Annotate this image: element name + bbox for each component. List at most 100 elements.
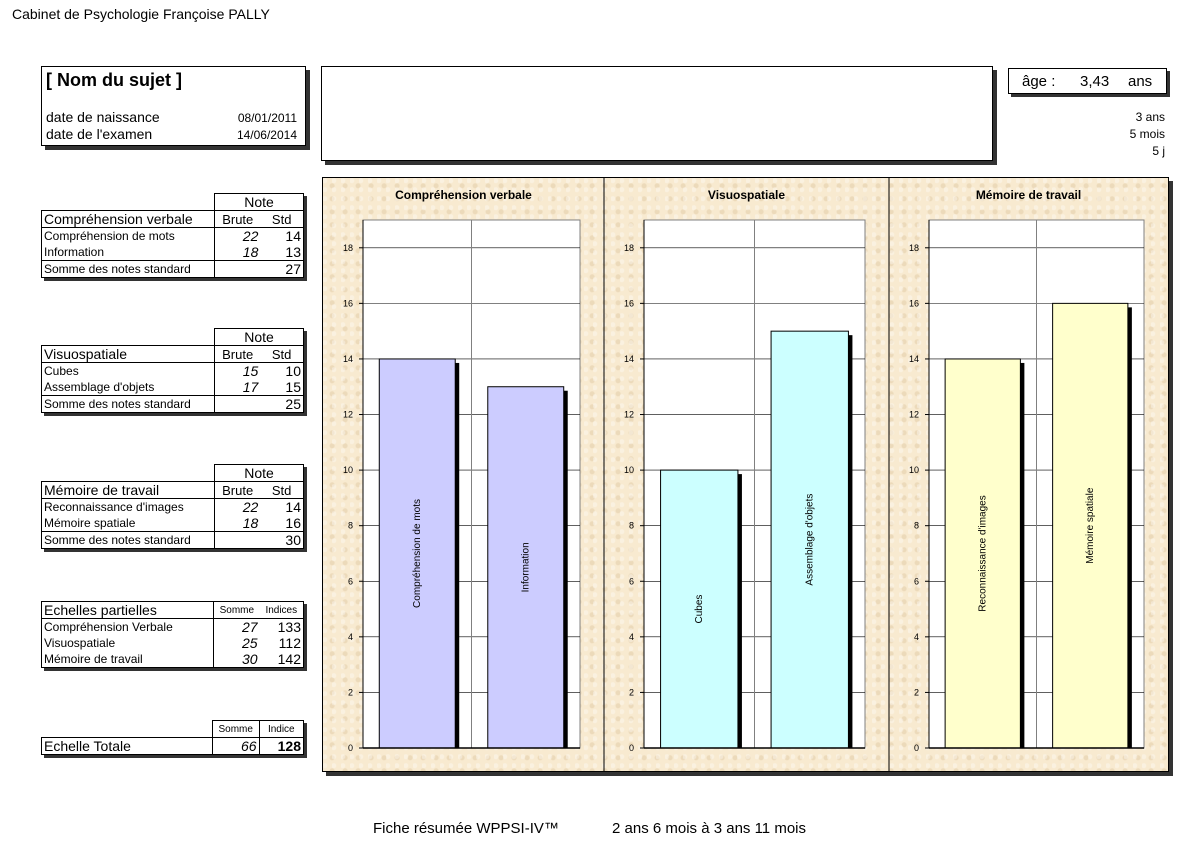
table-row: Compréhension de mots 22 14 (40, 227, 305, 244)
y-tick-label: 4 (629, 632, 634, 642)
std-header: Std (260, 210, 305, 228)
age-days: 5 j (1152, 144, 1165, 158)
row-label: Cubes (40, 362, 215, 379)
bar (487, 386, 565, 749)
somme-value: 30 (213, 651, 260, 668)
bar (1052, 302, 1129, 749)
table-row: Visuospatiale 25 112 (40, 635, 304, 651)
brute-header: Brute (214, 481, 261, 499)
comment-box[interactable] (321, 66, 993, 161)
y-tick-label: 6 (914, 576, 919, 586)
totale-table: Somme Indice Echelle Totale 66 128 (41, 720, 305, 755)
age-years: 3 ans (1135, 110, 1165, 124)
std-header: Std (260, 345, 305, 363)
sum-value: 27 (260, 260, 305, 278)
bar-label: Information (520, 542, 531, 592)
row-label: Compréhension de mots (40, 227, 215, 244)
y-tick-label: 8 (914, 521, 919, 531)
charts-svg: Compréhension verbale024681012141618Comp… (343, 178, 1145, 771)
y-tick-label: 0 (348, 743, 353, 753)
y-tick-label: 2 (629, 687, 634, 697)
row-label: Compréhension Verbale (40, 618, 214, 635)
brute-score[interactable]: 18 (214, 515, 261, 532)
visuo-title: Visuospatiale (40, 345, 215, 363)
row-label: Mémoire spatiale (40, 515, 215, 532)
brute-score[interactable]: 15 (214, 362, 261, 379)
y-tick-label: 10 (343, 465, 353, 475)
table-row: Compréhension Verbale 27 133 (40, 618, 304, 635)
somme-header: Somme (211, 720, 260, 738)
std-score: 10 (260, 362, 305, 379)
bar (944, 358, 1021, 749)
y-tick-label: 4 (348, 632, 353, 642)
cabinet-name: Cabinet de Psychologie Françoise PALLY (12, 6, 270, 22)
indice-value: 142 (259, 651, 304, 668)
verbal-table: Note Compréhension verbale Brute Std Com… (40, 193, 305, 278)
age-label: âge : (1022, 73, 1056, 90)
bar (378, 358, 456, 749)
std-score: 16 (260, 515, 305, 532)
sum-row: Somme des notes standard 25 (40, 395, 305, 413)
bar-label: Cubes (694, 595, 705, 624)
sum-label: Somme des notes standard (40, 531, 215, 549)
brute-header: Brute (214, 345, 261, 363)
memoire-table: Note Mémoire de travail Brute Std Reconn… (40, 464, 305, 549)
brute-header: Brute (214, 210, 261, 228)
note-header: Note (214, 328, 304, 346)
y-tick-label: 12 (343, 410, 353, 420)
exam-date-label: date de l'examen (46, 126, 153, 142)
brute-score[interactable]: 22 (214, 498, 261, 515)
footer-range: 2 ans 6 mois à 3 ans 11 mois (612, 820, 806, 837)
brute-score[interactable]: 17 (214, 379, 261, 396)
indice-value: 133 (259, 618, 304, 635)
sum-value: 25 (260, 395, 305, 413)
row-label: Mémoire de travail (40, 651, 214, 668)
verbal-title: Compréhension verbale (40, 210, 215, 228)
brute-score[interactable]: 22 (214, 227, 261, 244)
y-tick-label: 2 (914, 687, 919, 697)
note-header: Note (214, 464, 304, 482)
sum-value: 30 (260, 531, 305, 549)
y-tick-label: 18 (909, 243, 919, 253)
table-row: Cubes 15 10 (40, 362, 305, 379)
totale-somme: 66 (211, 737, 260, 755)
table-row: Assemblage d'objets 17 15 (40, 379, 305, 396)
table-row: Mémoire de travail 30 142 (40, 651, 304, 668)
chart-title: Mémoire de travail (976, 188, 1081, 202)
note-header: Note (214, 193, 304, 211)
y-tick-label: 4 (914, 632, 919, 642)
y-tick-label: 8 (348, 521, 353, 531)
indice-value: 112 (259, 635, 304, 651)
y-tick-label: 6 (348, 576, 353, 586)
indice-header: Indice (258, 720, 305, 738)
chart-panel: Mémoire de travail024681012141618Reconna… (888, 178, 1145, 771)
y-tick-label: 0 (629, 743, 634, 753)
bar-label: Assemblage d'objets (804, 494, 815, 586)
y-tick-label: 0 (914, 743, 919, 753)
totale-title: Echelle Totale (41, 737, 213, 755)
somme-value: 25 (213, 635, 260, 651)
chart-panel: Compréhension verbale024681012141618Comp… (343, 188, 581, 753)
birth-date-value[interactable]: 08/01/2011 (237, 111, 297, 125)
y-tick-label: 12 (909, 410, 919, 420)
table-row: Information 18 13 (40, 244, 305, 261)
bar (660, 469, 739, 749)
partielles-title: Echelles partielles (40, 601, 214, 619)
somme-header: Somme (213, 601, 260, 619)
chart-title: Visuospatiale (708, 188, 785, 202)
y-tick-label: 6 (629, 576, 634, 586)
y-tick-label: 14 (343, 354, 353, 364)
bar-label: Compréhension de mots (412, 499, 423, 608)
row-label: Visuospatiale (40, 635, 214, 651)
table-row: Reconnaissance d'images 22 14 (40, 498, 305, 515)
exam-date-value[interactable]: 14/06/2014 (236, 128, 297, 142)
std-score: 14 (260, 227, 305, 244)
bar (770, 330, 849, 749)
brute-score[interactable]: 18 (214, 244, 261, 261)
totale-indice: 128 (258, 737, 305, 755)
y-tick-label: 18 (343, 243, 353, 253)
y-tick-label: 10 (909, 465, 919, 475)
somme-value: 27 (213, 618, 260, 635)
subject-name[interactable]: [ Nom du sujet ] (46, 70, 182, 90)
